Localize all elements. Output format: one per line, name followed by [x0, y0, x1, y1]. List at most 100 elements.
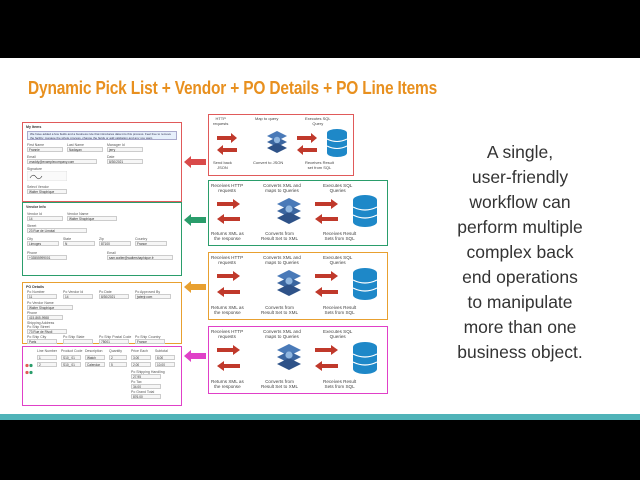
- row2-line[interactable]: 2: [37, 362, 57, 367]
- col-description: Description: [85, 349, 103, 353]
- col-subtotal: Subtotal: [155, 349, 168, 353]
- vendor-id-field[interactable]: 14: [27, 216, 63, 221]
- body-line: end operations: [462, 267, 578, 287]
- ship-country-field[interactable]: France: [135, 339, 165, 344]
- vendor-name-field[interactable]: Walter Shaphique: [67, 216, 117, 221]
- arrow-left-icon: [315, 287, 338, 297]
- signature-pad[interactable]: [27, 171, 67, 181]
- city-field[interactable]: Limoges: [27, 241, 59, 246]
- street-label: Street: [27, 224, 37, 228]
- section-po-details: PO Details: [26, 285, 44, 289]
- manager-field[interactable]: jerry: [107, 147, 143, 152]
- col-line-number: Line Number: [37, 349, 58, 353]
- form-po-details: PO Details Po Number 11 Po Vendor Id 14 …: [22, 282, 182, 344]
- layers-icon: [277, 344, 301, 370]
- email-label: Email: [27, 155, 36, 159]
- po-vendor-id-label: Po Vendor Id: [63, 290, 84, 294]
- arrow-right-icon: [217, 199, 240, 209]
- country-field[interactable]: France: [135, 241, 167, 246]
- ship-street-field[interactable]: 73 Rue de Rivoli: [27, 329, 67, 334]
- form-vendor-info: Vendor Info Vendor Id 14 Vendor Name Wal…: [22, 202, 182, 276]
- phone-field[interactable]: +33555999001: [27, 255, 67, 260]
- signature-label: Signature: [27, 167, 42, 171]
- flow-graphic: [217, 342, 378, 374]
- row1-subtotal[interactable]: 6.00: [155, 355, 175, 360]
- col-product-code: Product Code: [61, 349, 83, 353]
- shipping-handling-field[interactable]: 27.95: [131, 374, 161, 379]
- row-actions-icon[interactable]: [25, 362, 33, 375]
- vendor-email-label: Email: [107, 251, 116, 255]
- ship-state-label: Po Ship State: [63, 335, 85, 339]
- po-phone-field[interactable]: 415-865-9988: [27, 315, 63, 320]
- body-text: A single, user-friendly workflow can per…: [430, 140, 610, 365]
- body-line: more than one: [463, 317, 577, 337]
- row1-line[interactable]: 1: [37, 355, 57, 360]
- row-actions-icon[interactable]: [25, 355, 33, 368]
- city-label: City: [27, 237, 34, 241]
- row1-quantity[interactable]: 2: [109, 355, 127, 360]
- date-field[interactable]: 8/30/2021: [107, 159, 143, 164]
- row1-description[interactable]: Watch: [85, 355, 105, 360]
- row1-product[interactable]: S10_ 01: [61, 355, 81, 360]
- form-my-items: My Items We have added a few fields and …: [22, 122, 182, 202]
- po-date-field[interactable]: 8/30/2021: [99, 294, 129, 299]
- row2-quantity[interactable]: 5: [109, 362, 127, 367]
- zip-label: Zip: [99, 237, 104, 241]
- row2-description[interactable]: Calendar: [85, 362, 105, 367]
- arrow-right-icon: [217, 133, 237, 143]
- database-icon: [326, 129, 348, 157]
- grand-total-label: Po Grand Total: [131, 390, 155, 394]
- ship-state-field[interactable]: [63, 339, 93, 344]
- arrow-left-icon: [217, 287, 240, 297]
- state-field[interactable]: N: [63, 241, 95, 246]
- ship-city-field[interactable]: Paris: [27, 339, 57, 344]
- email-field[interactable]: vnaddy@examplecompany.com: [27, 159, 97, 164]
- select-vendor-label: Select Vendor: [27, 185, 49, 189]
- body-line: business object.: [457, 342, 583, 362]
- arrow-left-icon: [217, 145, 237, 155]
- row2-subtotal[interactable]: 10.00: [155, 362, 175, 367]
- arrow-left-icon: [217, 361, 240, 371]
- street-field[interactable]: 23 Rue de Limotal: [27, 228, 87, 233]
- po-number-field[interactable]: 11: [27, 294, 57, 299]
- connector-arrow-red: [184, 156, 206, 168]
- po-vendor-id-field[interactable]: 14: [63, 294, 93, 299]
- zip-field[interactable]: 87100: [99, 241, 131, 246]
- grand-total-field[interactable]: 876.00: [131, 394, 161, 399]
- ship-zip-field[interactable]: 75001: [99, 339, 129, 344]
- row1-price[interactable]: 3.00: [131, 355, 151, 360]
- layers-icon: [277, 198, 301, 224]
- database-icon: [352, 342, 378, 374]
- shipping-handling-label: Po Shipping Handling: [131, 370, 165, 374]
- po-phone-label: Phone: [27, 311, 38, 315]
- select-vendor-dropdown[interactable]: Walter Shaphique: [27, 189, 67, 194]
- body-line: workflow can: [469, 192, 571, 212]
- first-name-field[interactable]: Frannie: [27, 147, 63, 152]
- flow-graphic: [217, 195, 378, 227]
- section-vendor-info: Vendor Info: [26, 205, 46, 209]
- row2-price[interactable]: 2.00: [131, 362, 151, 367]
- po-vendor-name-field[interactable]: Walter Shaphique: [27, 305, 73, 310]
- layers-icon: [267, 131, 287, 153]
- row2-product[interactable]: S10_ 01: [61, 362, 81, 367]
- layers-icon: [277, 270, 301, 296]
- po-approved-field[interactable]: jwterjr.com: [135, 294, 171, 299]
- vendor-email-field[interactable]: sam.walter@waltershaphique.fr: [107, 255, 173, 260]
- last-name-field[interactable]: Nadayan: [67, 147, 103, 152]
- body-line: user-friendly: [471, 167, 569, 187]
- tax-field[interactable]: 34.00: [131, 384, 161, 389]
